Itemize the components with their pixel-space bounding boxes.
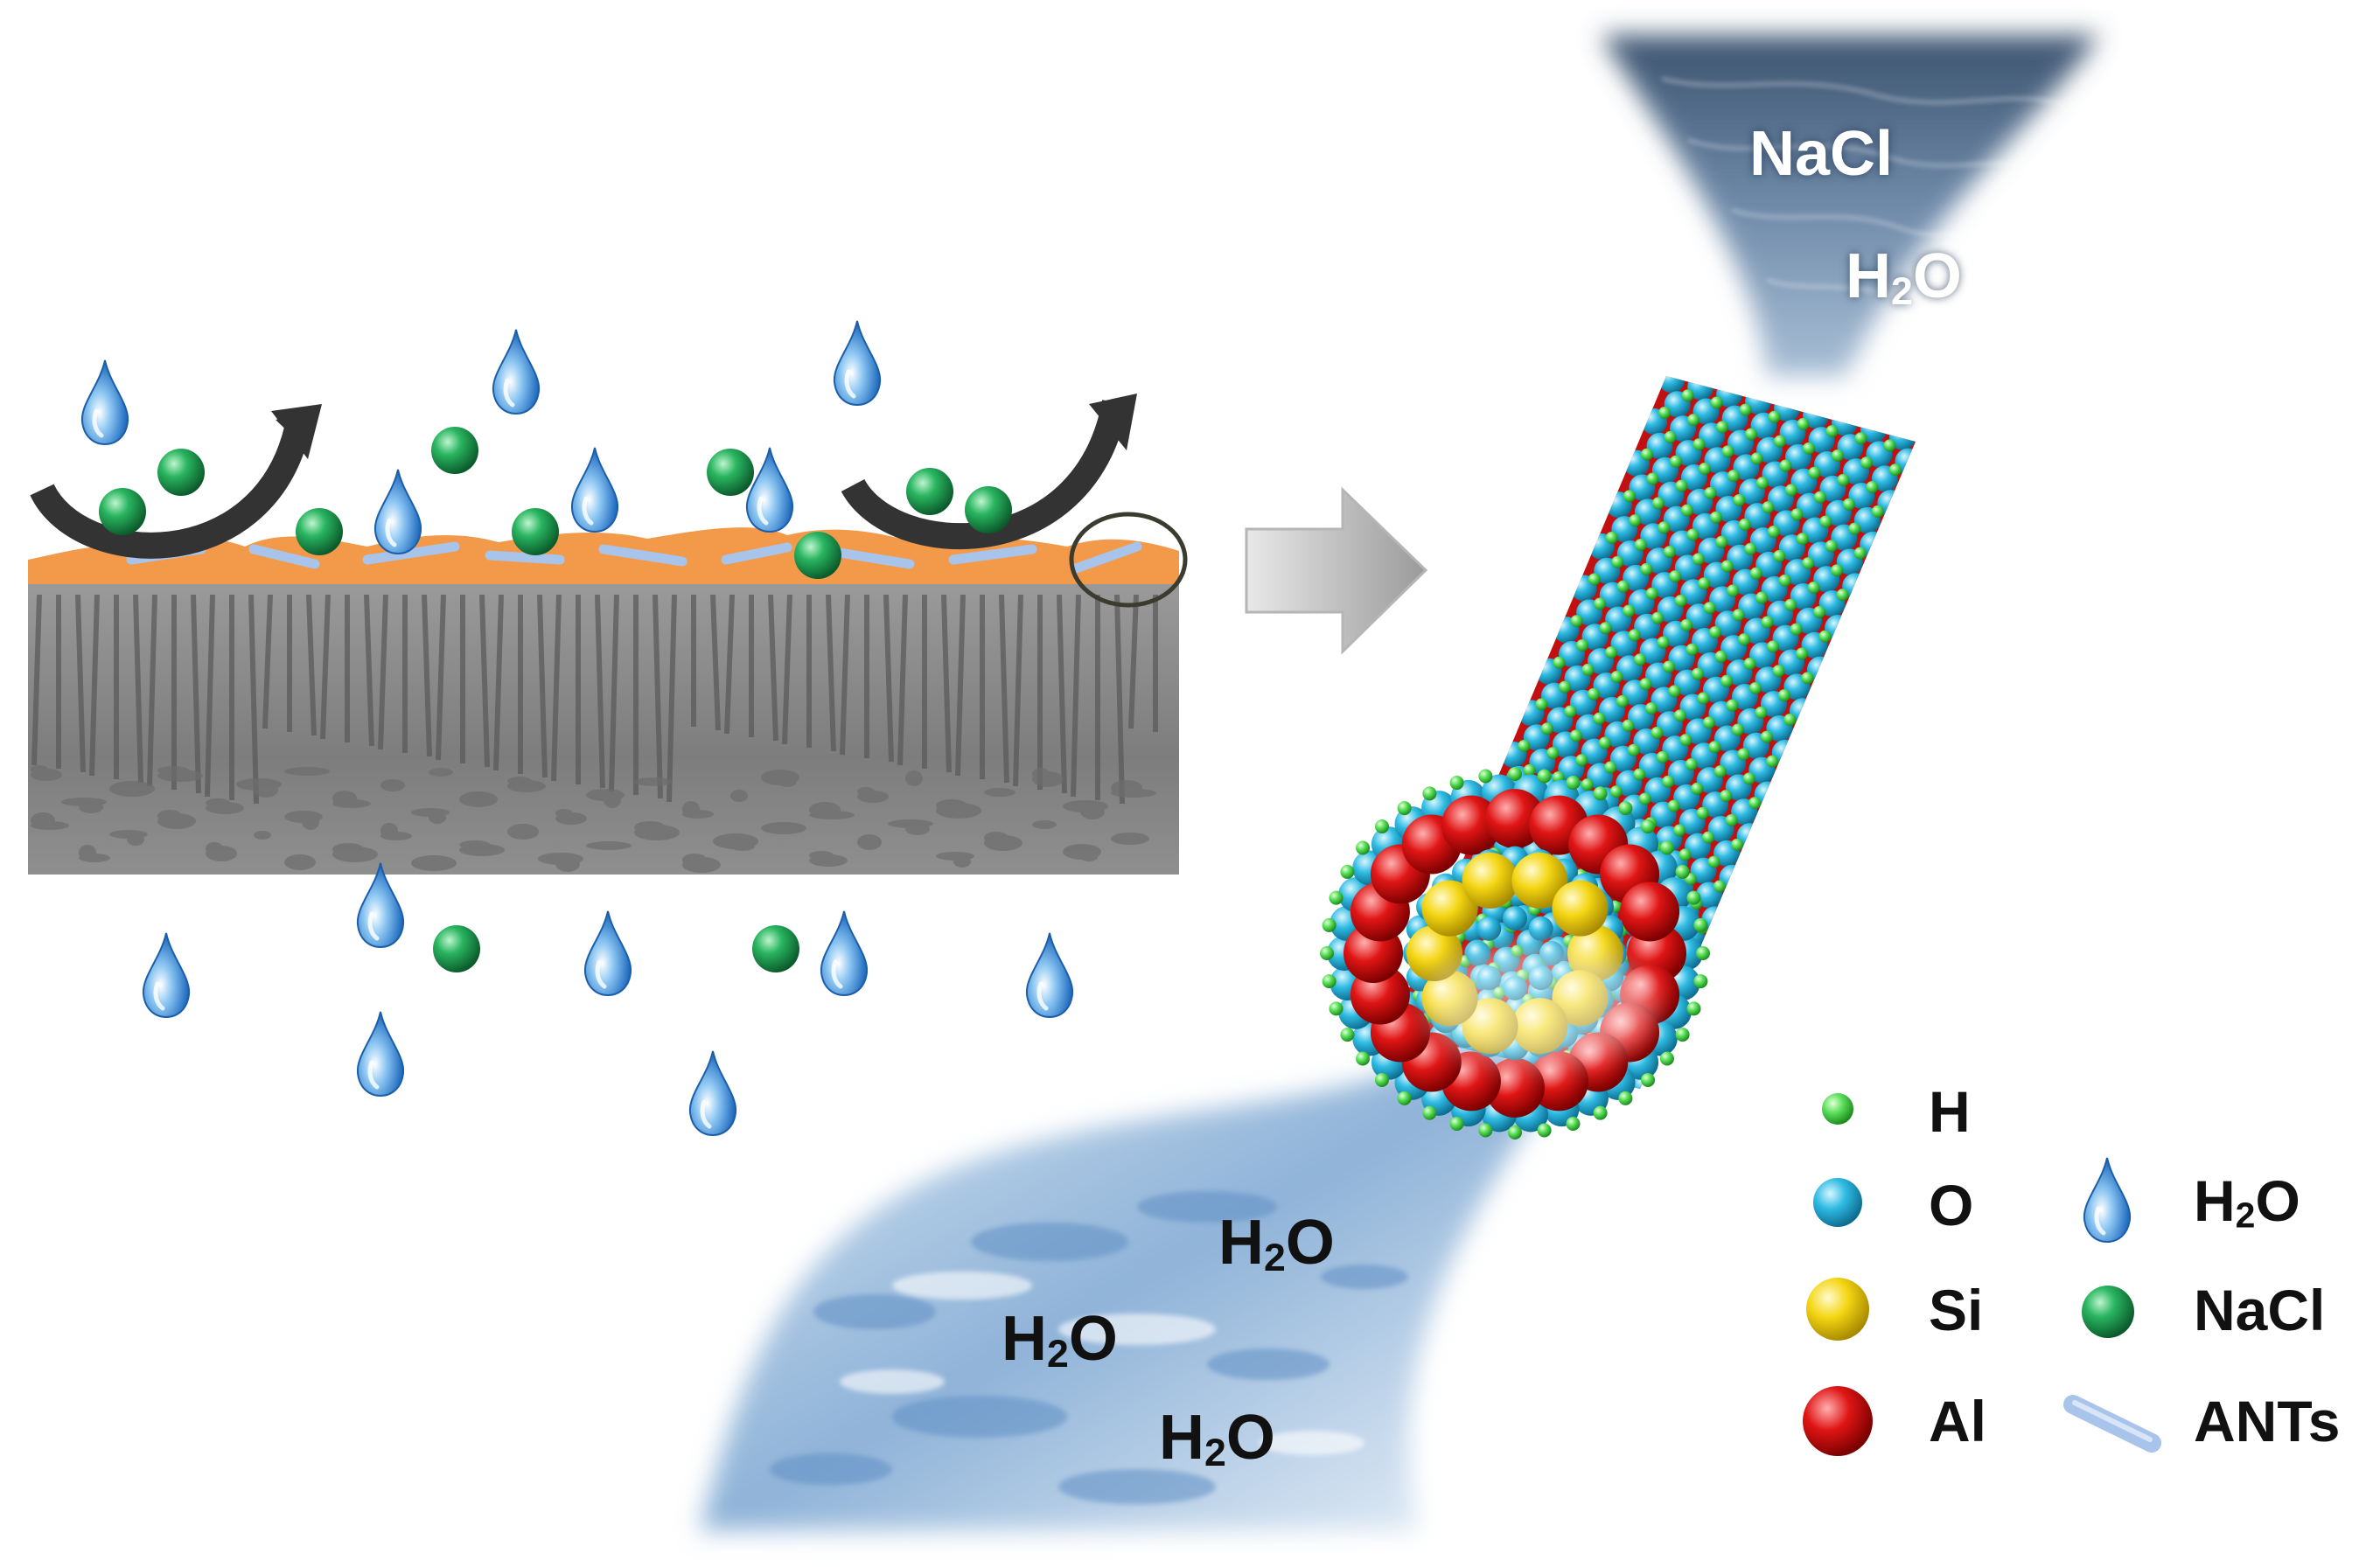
legend-silicon-sphere [1806, 1278, 1869, 1341]
water-drop-icon [572, 448, 618, 532]
membrane-cross-section [28, 582, 1179, 875]
nacl-particle [296, 508, 343, 555]
feed-nacl-label: NaCl [1749, 119, 1894, 189]
process-arrow [1245, 486, 1428, 655]
nacl-particle [512, 508, 559, 555]
permeate-water-label-2: H2O [1002, 1304, 1118, 1376]
water-drop-icon [493, 330, 539, 414]
legend-label-aluminum: Al [1929, 1389, 1986, 1453]
legend-label-ants: ANTs [2194, 1389, 2341, 1453]
nacl-particle [433, 925, 480, 972]
legend-aluminum-sphere [1803, 1386, 1873, 1456]
feed-water-label: H2O [1846, 241, 1962, 314]
water-drop-icon [82, 360, 128, 444]
legend-hydrogen-sphere [1822, 1093, 1853, 1125]
water-drop-icon [821, 911, 867, 995]
permeate-water-label-1: H2O [1218, 1208, 1335, 1280]
nacl-particle [906, 468, 953, 515]
water-drop-icon [375, 470, 421, 554]
rejection-arrow-left [30, 404, 322, 559]
water-drop-icon [690, 1051, 736, 1135]
legend-water-drop-icon [2084, 1158, 2130, 1242]
water-drop-icon [143, 933, 189, 1017]
water-drop-icon [747, 448, 792, 532]
nacl-particle [99, 488, 146, 535]
nacl-particle [707, 449, 754, 496]
water-drop-icon [1027, 933, 1072, 1017]
legend-label-nacl: NaCl [2194, 1278, 2326, 1342]
aluminosilicate-nanotube [1320, 376, 1916, 1139]
permeate-water-label-3: H2O [1159, 1403, 1275, 1475]
nacl-particle [794, 532, 841, 579]
legend-oxygen-sphere [1813, 1178, 1862, 1227]
nacl-particle [431, 427, 478, 474]
water-drop-icon [834, 321, 880, 405]
nacl-particle [965, 486, 1012, 533]
nacl-particle [752, 925, 799, 972]
rejection-arrow-right [841, 394, 1137, 550]
legend [1803, 1093, 2161, 1456]
legend-label-silicon: Si [1929, 1278, 1984, 1342]
nacl-particle [157, 449, 205, 496]
feed-and-permeate-particles [82, 321, 1072, 1135]
water-drop-icon [358, 863, 403, 947]
legend-label-water: H2O [2194, 1168, 2300, 1236]
water-drop-icon [585, 911, 631, 995]
highlight-circle [1069, 512, 1188, 608]
legend-label-hydrogen: H [1929, 1079, 1971, 1144]
water-drop-icon [358, 1012, 403, 1096]
feed-stream [1601, 35, 2099, 376]
legend-label-oxygen: O [1929, 1173, 1974, 1237]
permeate-stream [700, 1032, 1574, 1530]
legend-nacl-sphere [2082, 1286, 2134, 1338]
